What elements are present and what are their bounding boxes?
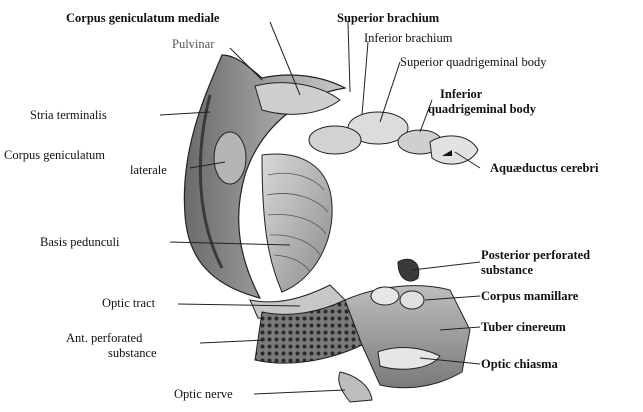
label-ant-perforated-1: Ant. perforated [66, 331, 143, 345]
aqueduct-stump [430, 136, 478, 164]
label-stria-terminalis: Stria terminalis [30, 108, 107, 122]
label-basis-pedunculi: Basis pedunculi [40, 235, 120, 249]
label-posterior-perforated-1: Posterior perforated [481, 248, 590, 262]
label-corpus-mamillare: Corpus mamillare [481, 289, 579, 303]
label-superior-quadrigeminal-body: Superior quadrigeminal body [400, 55, 547, 69]
label-optic-chiasma: Optic chiasma [481, 357, 558, 371]
label-optic-nerve: Optic nerve [174, 387, 233, 401]
superior-colliculus-2 [309, 126, 361, 154]
label-pulvinar: Pulvinar [172, 37, 215, 51]
label-corpus-geniculatum-laterale-2: laterale [130, 163, 167, 177]
label-superior-brachium: Superior brachium [337, 11, 440, 25]
label-corpus-geniculatum-laterale-1: Corpus geniculatum [4, 148, 105, 162]
mamillary-body-1 [371, 287, 399, 305]
label-tuber-cinereum: Tuber cinereum [481, 320, 566, 334]
lateral-geniculate-body [214, 132, 246, 184]
posterior-perforated-area [398, 259, 419, 281]
label-optic-tract: Optic tract [102, 296, 156, 310]
label-inferior-brachium: Inferior brachium [364, 31, 453, 45]
label-posterior-perforated-2: substance [481, 263, 534, 277]
mamillary-body-2 [400, 291, 424, 309]
label-corpus-geniculatum-mediale: Corpus geniculatum mediale [66, 11, 220, 25]
label-inferior-quadrigeminal-2: quadrigeminal body [428, 102, 537, 116]
optic-nerve-stump [339, 372, 372, 402]
label-ant-perforated-2: substance [108, 346, 157, 360]
label-inferior-quadrigeminal-1: Inferior [440, 87, 483, 101]
label-aquaeductus-cerebri: Aquæductus cerebri [490, 161, 599, 175]
